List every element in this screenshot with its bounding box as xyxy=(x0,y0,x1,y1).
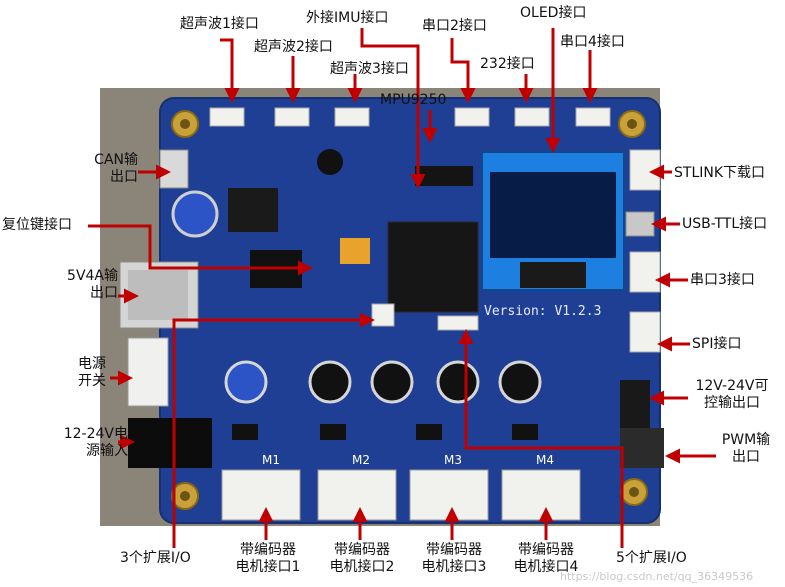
label-motor3-text: 带编码器 电机接口3 xyxy=(421,542,487,575)
label-motor2: 带编码器 电机接口2 xyxy=(320,542,404,576)
label-motor3: 带编码器 电机接口3 xyxy=(412,542,496,576)
label-power-switch: 电源 开关 xyxy=(40,356,106,390)
label-expand5: 5个扩展I/O xyxy=(616,550,687,566)
label-uart4: 串口4接口 xyxy=(560,34,625,50)
label-uart2: 串口2接口 xyxy=(422,18,487,34)
label-oled: OLED接口 xyxy=(520,5,587,21)
label-imu: 外接IMU接口 xyxy=(306,10,389,26)
label-stlink: STLINK下载口 xyxy=(674,165,766,181)
label-ultrasonic3: 超声波3接口 xyxy=(330,61,409,77)
arrow-ultrasonic1 xyxy=(220,38,240,103)
label-motor2-text: 带编码器 电机接口2 xyxy=(329,542,395,575)
label-5v4a: 5V4A输 出口 xyxy=(38,268,118,302)
arrow-reset xyxy=(88,224,313,276)
label-expand3: 3个扩展I/O xyxy=(120,550,191,566)
watermark-url: https://blog.csdn.net/qq_36349536 xyxy=(560,570,754,583)
arrow-expand5 xyxy=(458,329,624,548)
arrow-expand3 xyxy=(172,312,375,548)
label-power-input: 12-24V电 源输入 xyxy=(30,426,128,460)
label-usb-ttl: USB-TTL接口 xyxy=(682,216,768,232)
label-can-text: CAN输 出口 xyxy=(94,152,138,185)
arrow-uart2 xyxy=(450,38,476,103)
arrow-imu xyxy=(360,28,426,189)
label-motor1: 带编码器 电机接口1 xyxy=(226,542,310,576)
label-spi: SPI接口 xyxy=(692,336,742,352)
motor-tag-m3: M3 xyxy=(444,453,462,467)
label-motor1-text: 带编码器 电机接口1 xyxy=(235,542,301,575)
label-reset: 复位键接口 xyxy=(2,217,72,233)
label-pwm: PWM输 出口 xyxy=(716,432,776,466)
label-can: CAN输 出口 xyxy=(72,152,138,186)
label-ultrasonic1: 超声波1接口 xyxy=(180,16,259,32)
label-pwm-text: PWM输 出口 xyxy=(721,432,771,465)
label-ultrasonic2: 超声波2接口 xyxy=(254,39,333,55)
label-mpu9250: MPU9250 xyxy=(380,92,447,108)
board-version-text: Version: V1.2.3 xyxy=(484,304,602,319)
label-power-switch-text: 电源 开关 xyxy=(78,356,106,389)
label-5v4a-text: 5V4A输 出口 xyxy=(67,268,118,301)
label-motor4: 带编码器 电机接口4 xyxy=(504,542,588,576)
motor-tag-m4: M4 xyxy=(536,453,554,467)
label-motor4-text: 带编码器 电机接口4 xyxy=(513,542,579,575)
label-232: 232接口 xyxy=(480,56,535,72)
motor-tag-m2: M2 xyxy=(352,453,370,467)
label-power-input-text: 12-24V电 源输入 xyxy=(63,426,128,459)
label-ctrl-out-text: 12V-24V可 控输出口 xyxy=(695,378,769,411)
label-ctrl-out: 12V-24V可 控输出口 xyxy=(684,378,780,412)
label-uart3: 串口3接口 xyxy=(690,272,755,288)
motor-tag-m1: M1 xyxy=(262,453,280,467)
